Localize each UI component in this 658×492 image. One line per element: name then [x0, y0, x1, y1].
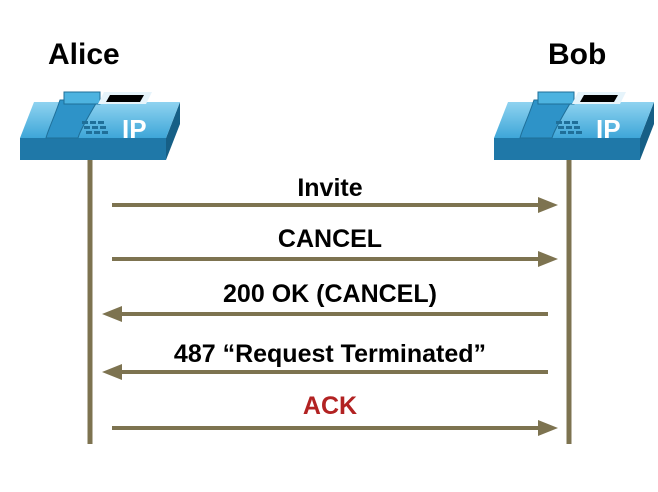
alice-ip-text: IP	[122, 114, 147, 144]
alice-phone-icon: IP	[20, 91, 180, 160]
message-label: ACK	[303, 392, 357, 420]
bob-phone-icon: IP	[494, 91, 654, 160]
message-1: Invite	[112, 174, 558, 213]
message-arrow-head	[538, 251, 558, 267]
message-label: Invite	[297, 174, 362, 202]
message-arrow-head	[102, 364, 122, 380]
message-arrow-head	[538, 197, 558, 213]
message-arrow-head	[538, 420, 558, 436]
alice-label: Alice	[48, 38, 120, 71]
message-3: 200 OK (CANCEL)	[102, 280, 548, 322]
bob-ip-text: IP	[596, 114, 621, 144]
bob-label: Bob	[548, 38, 607, 71]
message-5: ACK	[112, 392, 558, 436]
message-label: 487 “Request Terminated”	[174, 340, 486, 368]
message-arrow-head	[102, 306, 122, 322]
message-label: 200 OK (CANCEL)	[223, 280, 437, 308]
message-2: CANCEL	[112, 225, 558, 267]
message-4: 487 “Request Terminated”	[102, 340, 548, 380]
message-label: CANCEL	[278, 225, 382, 253]
